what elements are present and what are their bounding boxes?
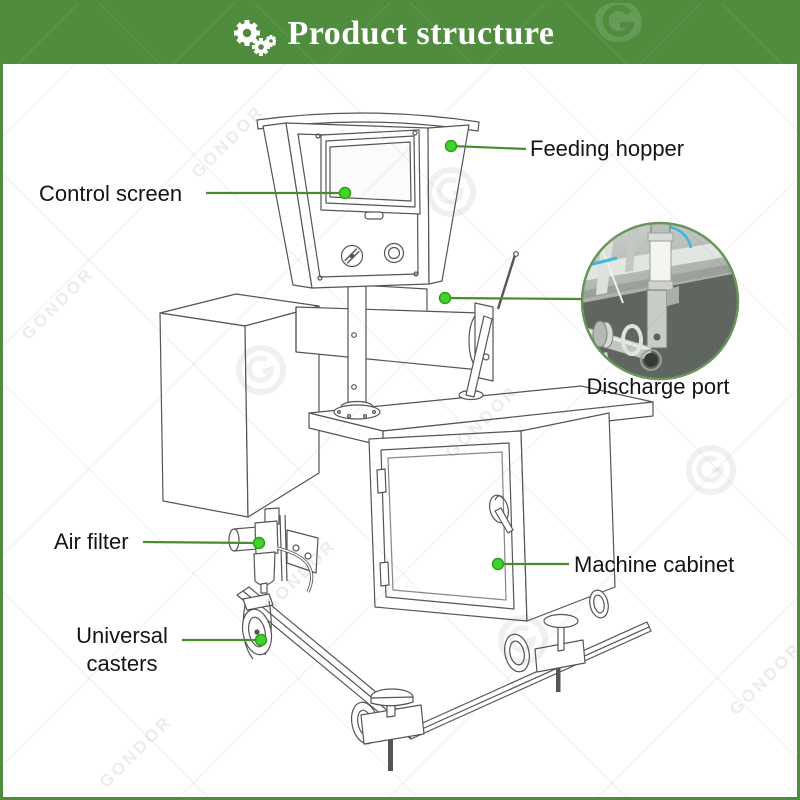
callout-lines [143, 146, 582, 640]
discharge-port-photo [582, 206, 738, 379]
cylinder-support-strut [459, 316, 492, 400]
machine-line-drawing [3, 3, 800, 771]
label-universal-casters: Universal casters [76, 623, 168, 676]
callout-line-air-filter [143, 542, 259, 543]
label-control-screen: Control screen [39, 181, 183, 206]
callout-dot-control-screen [340, 188, 351, 199]
callout-line-discharge-port [445, 298, 582, 299]
inset-ring [582, 223, 738, 379]
callout-dots [254, 141, 504, 646]
callout-dot-feeding-hopper [446, 141, 457, 152]
callout-dot-machine-cabinet [493, 559, 504, 570]
side-box [160, 294, 319, 517]
base-frame [237, 587, 651, 771]
label-discharge-port: Discharge port [586, 374, 730, 399]
knob-right [385, 244, 404, 263]
callout-dot-discharge-port [440, 293, 451, 304]
control-screen-display [330, 142, 411, 201]
label-feeding-hopper: Feeding hopper [530, 136, 685, 161]
callout-dot-universal-casters [256, 635, 267, 646]
feeding-hopper-head [257, 113, 479, 288]
page-title: Product structure [287, 14, 555, 52]
header-banner: Product structure [3, 3, 797, 64]
air-filter-assembly [229, 508, 318, 593]
callout-dot-air-filter [254, 538, 265, 549]
brand-logo-g [595, 3, 642, 42]
callout-line-feeding-hopper [451, 146, 526, 149]
label-machine-cabinet: Machine cabinet [574, 552, 735, 577]
label-air-filter: Air filter [54, 529, 129, 554]
machine-cabinet-body [369, 413, 615, 621]
gears-icon [233, 19, 276, 56]
